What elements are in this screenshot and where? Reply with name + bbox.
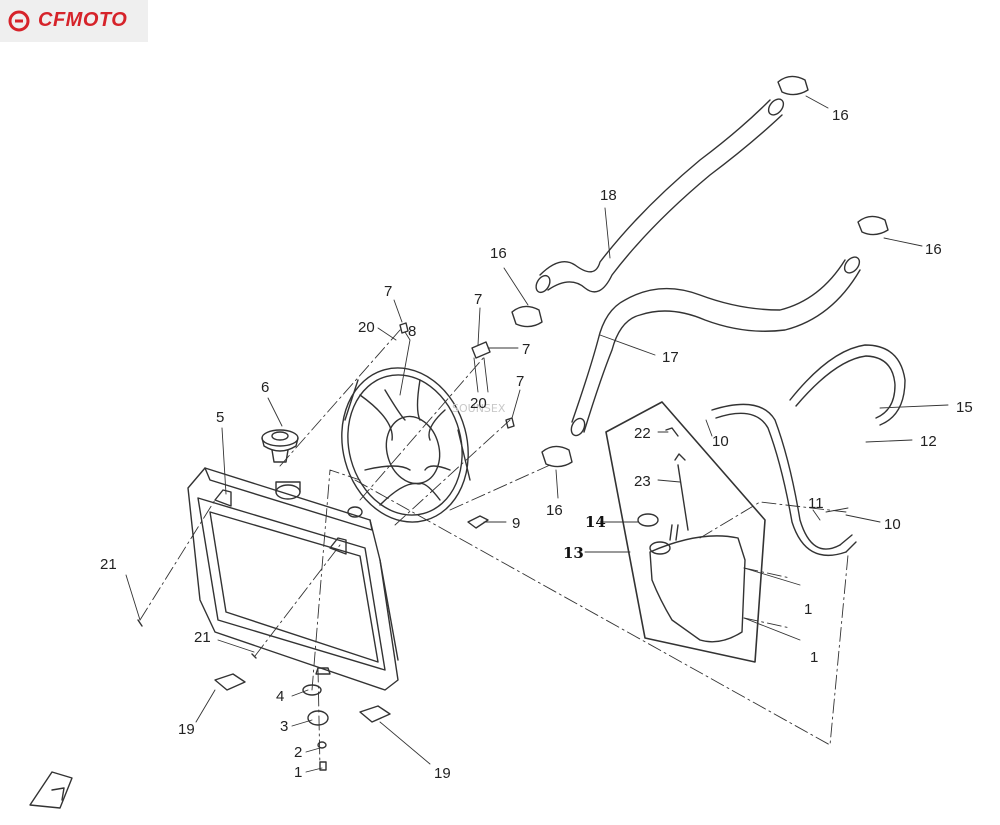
callout-17: 17 (662, 349, 679, 366)
hose-clamps (511, 75, 889, 468)
callout-1: 1 (810, 649, 818, 666)
callout-11: 11 (808, 495, 824, 512)
callout-7: 7 (384, 283, 392, 300)
callout-16: 16 (832, 107, 849, 124)
callout-18: 18 (600, 187, 617, 204)
callout-16: 16 (490, 245, 507, 262)
callout-7: 7 (474, 291, 482, 308)
hose-17 (570, 256, 861, 437)
callout-8: 8 (408, 323, 416, 340)
callout-22: 22 (634, 425, 651, 442)
callout-19: 19 (434, 765, 451, 782)
callout-6: 6 (261, 379, 269, 396)
callout-16: 16 (925, 241, 942, 258)
callout-20: 20 (470, 395, 487, 412)
leader-lines (125, 95, 949, 773)
callout-19: 19 (178, 721, 195, 738)
hose-18 (535, 98, 785, 294)
callout-20: 20 (358, 319, 375, 336)
view-direction-icon (29, 771, 73, 809)
callout-10: 10 (712, 433, 729, 450)
hose-15 (789, 344, 906, 426)
assembly-lines (139, 329, 849, 771)
callout-16: 16 (546, 502, 563, 519)
callout-10: 10 (884, 516, 901, 533)
callout-2: 2 (294, 744, 302, 761)
callout-3: 3 (280, 718, 288, 735)
callout-7: 7 (522, 341, 530, 358)
callout-12: 12 (920, 433, 937, 450)
brand-logo-text: CFMOTO (38, 9, 128, 31)
callout-23: 23 (634, 473, 651, 490)
cfmoto-logo-icon (8, 10, 30, 32)
fasteners (137, 322, 515, 771)
radiator-cap (261, 429, 299, 463)
watermark-text: SOUNSEX (452, 402, 506, 415)
callout-9: 9 (512, 515, 520, 532)
callout-21: 21 (194, 629, 211, 646)
callout-5: 5 (216, 409, 224, 426)
radiator (187, 467, 399, 691)
callout-14: 14 (585, 513, 606, 531)
callout-1: 1 (804, 601, 812, 618)
callout-labels: 16 16 16 16 18 17 15 12 10 10 11 22 23 1… (100, 107, 973, 782)
callout-15: 15 (956, 399, 973, 416)
callout-21: 21 (100, 556, 117, 573)
cooling-fan (341, 367, 471, 523)
callout-4: 4 (276, 688, 284, 705)
brand-logo: CFMOTO (0, 0, 148, 42)
callout-13: 13 (563, 544, 584, 562)
callout-1: 1 (294, 764, 302, 781)
callout-7: 7 (516, 373, 524, 390)
hose-11 (711, 403, 857, 557)
coolant-reservoir (605, 401, 766, 663)
